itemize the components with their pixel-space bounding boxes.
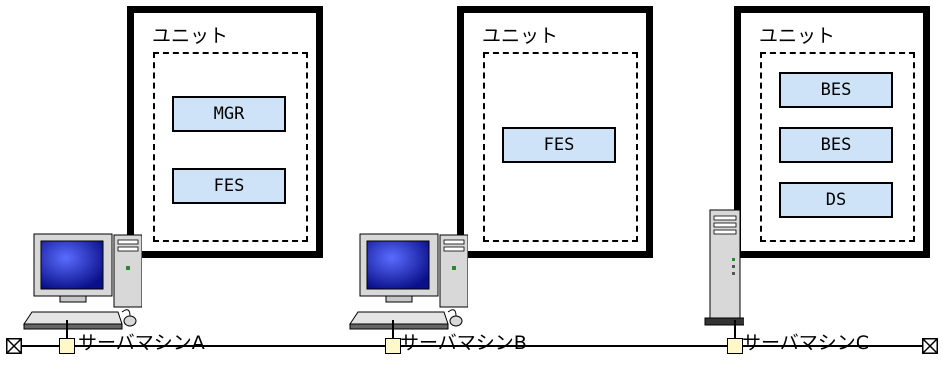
component-box: BES	[779, 72, 893, 108]
unit-label: ユニット	[152, 25, 229, 47]
desktop-pc-icon	[23, 233, 142, 330]
tower-server-icon	[704, 209, 744, 326]
server-machine-c-box: ユニット BES BES DS	[734, 6, 930, 258]
desktop-pc-icon	[349, 233, 468, 330]
component-box: MGR	[172, 96, 286, 132]
unit-frame	[760, 52, 915, 242]
terminator-icon	[922, 338, 938, 354]
connector-line	[66, 320, 68, 345]
component-box: BES	[779, 127, 893, 163]
machine-label-a: サーバマシンA	[78, 332, 205, 354]
connector-line	[392, 320, 394, 345]
connector-line	[734, 320, 736, 345]
machine-label-b: サーバマシンB	[400, 332, 527, 354]
component-box: FES	[502, 127, 616, 163]
component-box: DS	[779, 182, 893, 218]
network-node	[727, 338, 743, 354]
network-line	[22, 345, 922, 347]
machine-label-c: サーバマシンC	[742, 332, 870, 354]
unit-label: ユニット	[759, 25, 836, 47]
component-box: FES	[172, 168, 286, 204]
server-machine-a-box: ユニット MGR FES	[127, 6, 323, 258]
network-node	[385, 338, 401, 354]
unit-label: ユニット	[482, 25, 559, 47]
unit-frame	[483, 52, 638, 242]
terminator-icon	[6, 338, 22, 354]
server-machine-b-box: ユニット FES	[457, 6, 653, 258]
network-node	[59, 338, 75, 354]
unit-frame	[153, 52, 308, 242]
